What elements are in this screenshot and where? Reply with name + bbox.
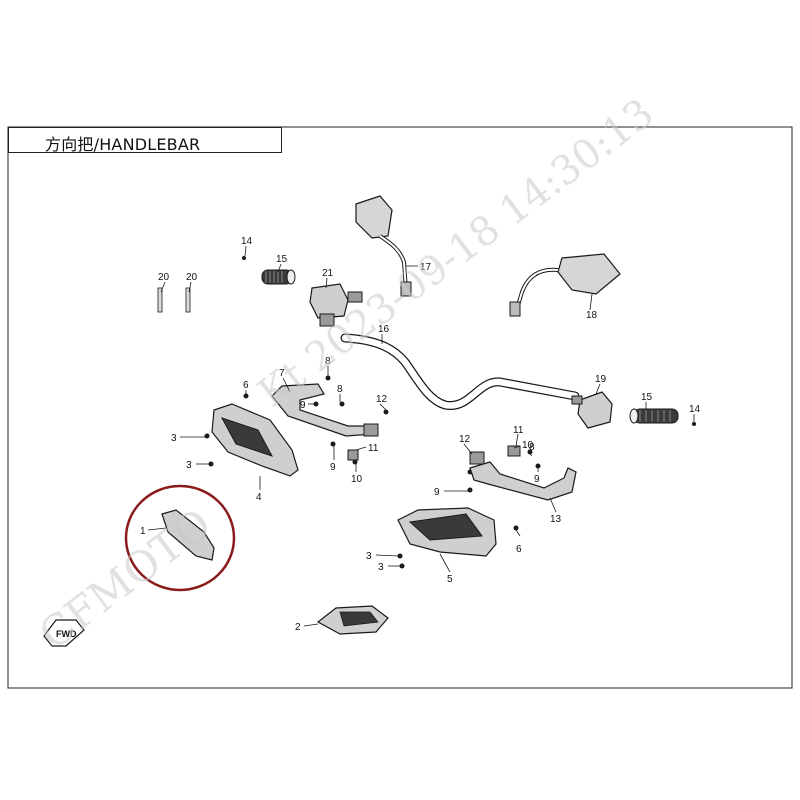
callout-19: 19	[595, 374, 607, 385]
callout-21: 21	[322, 268, 334, 279]
highlight-circle	[124, 484, 236, 592]
handguard-insert-part-2[interactable]	[316, 605, 389, 635]
left-handguard-bracket[interactable]	[271, 383, 379, 461]
callout-17: 17	[420, 262, 432, 273]
fasteners	[157, 256, 696, 569]
callout-9-a: 9	[300, 400, 306, 411]
left-switch-assembly[interactable]	[309, 283, 363, 327]
callout-9-d: 9	[434, 487, 440, 498]
fwd-direction-arrow: FWD	[43, 619, 85, 647]
callout-1: 1	[140, 526, 146, 537]
callout-11-right: 11	[513, 425, 524, 436]
callout-12-left: 12	[376, 394, 388, 405]
callout-16: 16	[378, 324, 390, 335]
callout-6-right: 6	[516, 544, 522, 555]
callout-20-left: 20	[158, 272, 170, 283]
callout-3-b: 3	[186, 460, 192, 471]
drawing-frame	[7, 126, 793, 689]
callout-14-left: 14	[241, 236, 253, 247]
callout-9-c: 9	[534, 474, 540, 485]
callout-10-left: 10	[351, 474, 363, 485]
left-mirror[interactable]	[355, 195, 412, 297]
right-switch-assembly[interactable]	[571, 391, 613, 429]
callout-20-right: 20	[186, 272, 198, 283]
callout-4: 4	[256, 492, 262, 503]
callout-18: 18	[586, 310, 598, 321]
diagram-title: 方向把/HANDLEBAR	[45, 135, 201, 154]
callout-12-right: 12	[459, 434, 471, 445]
right-handguard[interactable]	[397, 507, 497, 557]
callout-8-a: 8	[325, 356, 331, 367]
handguard-insert-part-1[interactable]	[161, 509, 215, 561]
right-handguard-bracket[interactable]	[469, 445, 577, 501]
callout-labels: 20 20 14 15 21 17 18 16 19 15 14 6 7 8 8…	[140, 236, 701, 633]
callout-11-left: 11	[368, 443, 379, 454]
callout-3-c: 3	[366, 551, 372, 562]
fwd-label: FWD	[56, 629, 77, 639]
callout-2: 2	[295, 622, 301, 633]
leader-lines	[147, 245, 695, 627]
callout-3-d: 3	[378, 562, 384, 573]
callout-14-right: 14	[689, 404, 701, 415]
left-handguard[interactable]	[211, 403, 299, 477]
callout-10-right: 10	[522, 440, 534, 451]
callout-15-left: 15	[276, 254, 288, 265]
callout-7: 7	[279, 368, 285, 379]
left-grip[interactable]	[261, 269, 296, 285]
callout-13: 13	[550, 514, 562, 525]
callout-8-c: 8	[529, 442, 535, 453]
callout-8-b: 8	[337, 384, 343, 395]
callout-6-left: 6	[243, 380, 249, 391]
right-mirror[interactable]	[509, 253, 621, 317]
title-box: 方向把/HANDLEBAR	[8, 127, 282, 154]
callout-15-right: 15	[641, 392, 653, 403]
right-grip[interactable]	[629, 408, 679, 424]
callout-3-a: 3	[171, 433, 177, 444]
callout-9-b: 9	[330, 462, 336, 473]
callout-5: 5	[447, 574, 453, 585]
handlebar-tube[interactable]	[340, 333, 580, 410]
